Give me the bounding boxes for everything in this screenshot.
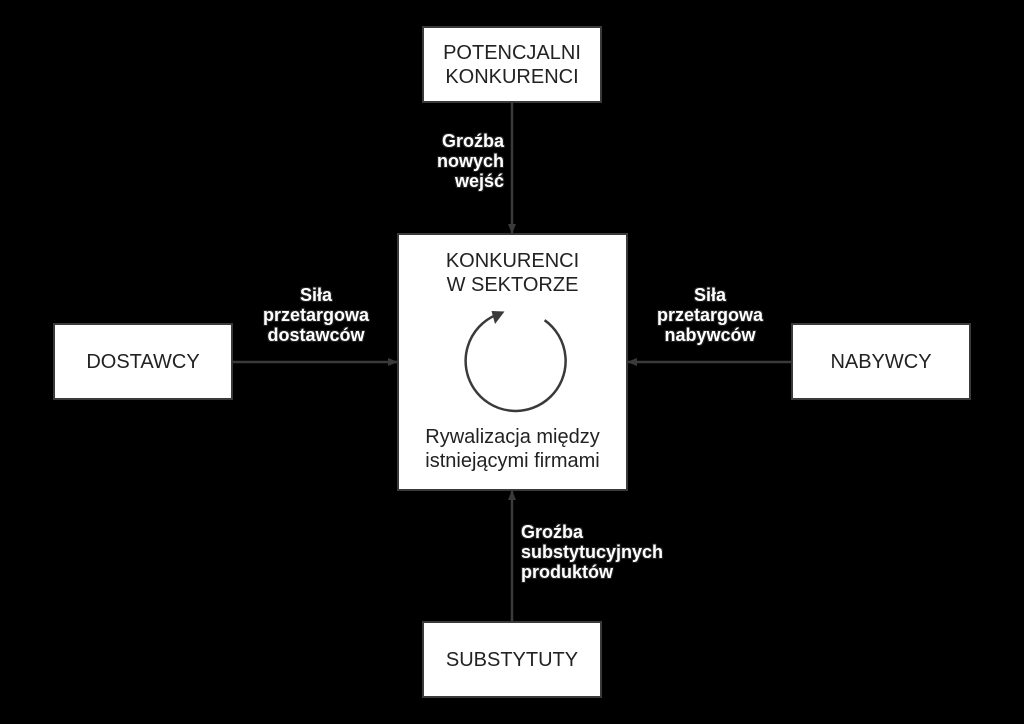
node-industry-caption2: istniejącymi firmami [425,450,600,472]
label-buyer-power-line2: przetargowa [656,305,764,325]
node-substitutes-label: SUBSTYTUTY [445,648,579,671]
node-substitutes: SUBSTYTUTY [422,621,602,698]
node-buyers: NABYWCY [791,323,971,400]
label-threat-new-entrants-line2: nowych [436,151,504,171]
label-threat-new-entrants: Groźba nowych wejść [404,131,504,191]
node-industry-line1: KONKURENCI [445,250,580,272]
node-suppliers: DOSTAWCY [53,323,233,400]
label-supplier-power: Siła przetargowa dostawców [246,285,386,345]
label-supplier-power-line1: Siła [299,285,333,305]
label-threat-new-entrants-line3: wejść [454,171,504,191]
label-threat-substitutes-line3: produktów [521,562,613,582]
rivalry-cycle-icon [463,311,567,413]
node-potential-entrants-line1: POTENCJALNI [443,41,581,64]
label-supplier-power-line3: dostawców [267,325,365,345]
node-potential-entrants-line2: KONKURENCI [445,65,579,88]
label-threat-substitutes-line1: Groźba [521,522,584,542]
label-threat-substitutes: Groźba substytucyjnych produktów [521,522,711,582]
label-threat-substitutes-line2: substytucyjnych [521,542,664,562]
node-industry-caption1: Rywalizacja między [425,426,600,448]
node-industry-line2: W SEKTORZE [446,274,579,296]
node-industry-competitors: KONKURENCI W SEKTORZE Rywalizacja między… [397,233,628,491]
label-buyer-power: Siła przetargowa nabywców [640,285,780,345]
label-buyer-power-line3: nabywców [664,325,756,345]
label-supplier-power-line2: przetargowa [262,305,370,325]
node-buyers-label: NABYWCY [830,350,932,373]
node-suppliers-label: DOSTAWCY [86,350,200,373]
node-potential-entrants: POTENCJALNI KONKURENCI [422,26,602,103]
label-threat-new-entrants-line1: Groźba [441,131,504,151]
label-buyer-power-line1: Siła [693,285,727,305]
